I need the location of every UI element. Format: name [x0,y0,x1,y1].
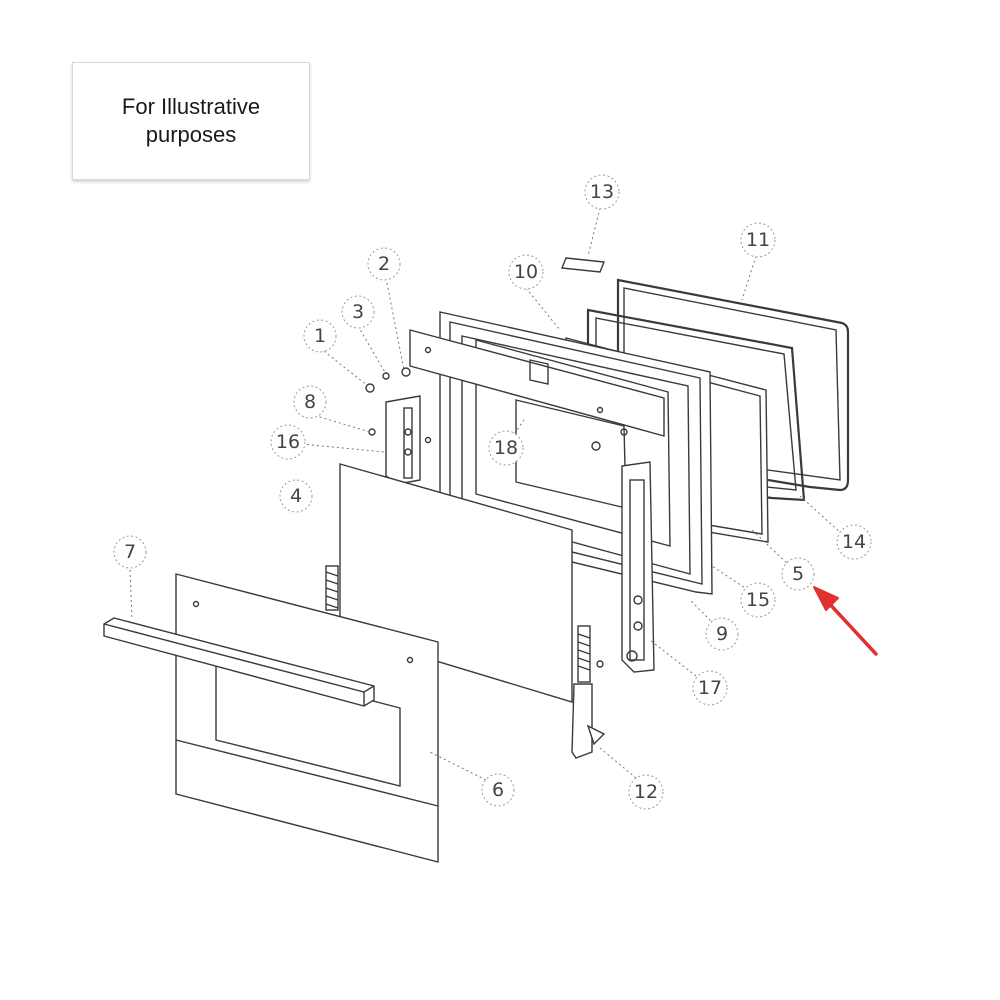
callout-11: 11 [740,222,776,258]
callout-1-label: 1 [314,325,326,347]
callout-14-label: 14 [842,531,866,553]
callout-12: 12 [628,774,664,810]
callout-3-label: 3 [352,301,364,323]
callout-8-label: 8 [304,391,316,413]
callout-15: 15 [740,582,776,618]
callout-17-label: 17 [698,677,722,699]
callout-9: 9 [705,617,739,651]
part-17-hinge-bracket [596,461,655,673]
callout-6-label: 6 [492,779,504,801]
callout-7: 7 [113,535,147,569]
part-13-insert [561,257,605,273]
callout-18-label: 18 [494,437,518,459]
callout-2: 2 [367,247,401,281]
illustrative-note-text: For Illustrative purposes [122,93,260,149]
callout-2-label: 2 [378,253,390,275]
callout-15-label: 15 [746,589,770,611]
hinge-springs [325,565,606,759]
callout-13-label: 13 [590,181,614,203]
callout-7-label: 7 [124,541,136,563]
callout-8: 8 [293,385,327,419]
callout-12-label: 12 [634,781,658,803]
callout-16-label: 16 [276,431,300,453]
callout-5: 5 [781,557,815,591]
callout-6: 6 [481,773,515,807]
callout-18: 18 [488,430,524,466]
callout-9-label: 9 [716,623,728,645]
callout-4: 4 [279,479,313,513]
part-7-handle [103,617,375,707]
callout-14: 14 [836,524,872,560]
callout-10: 10 [508,254,544,290]
callout-1: 1 [303,319,337,353]
callout-5-label: 5 [792,563,804,585]
callout-16: 16 [270,424,306,460]
callout-11-label: 11 [746,229,770,251]
callout-10-label: 10 [514,261,538,283]
callout-17: 17 [692,670,728,706]
illustrative-note: For Illustrative purposes [72,62,310,180]
left-bracket-hardware [365,367,432,485]
callout-3: 3 [341,295,375,329]
note-line-2: purposes [145,122,237,147]
leader-lines [129,207,843,781]
callout-13: 13 [584,174,620,210]
highlight-arrow [813,586,878,656]
note-line-1: For Illustrative [121,94,261,119]
callout-4-label: 4 [290,485,302,507]
